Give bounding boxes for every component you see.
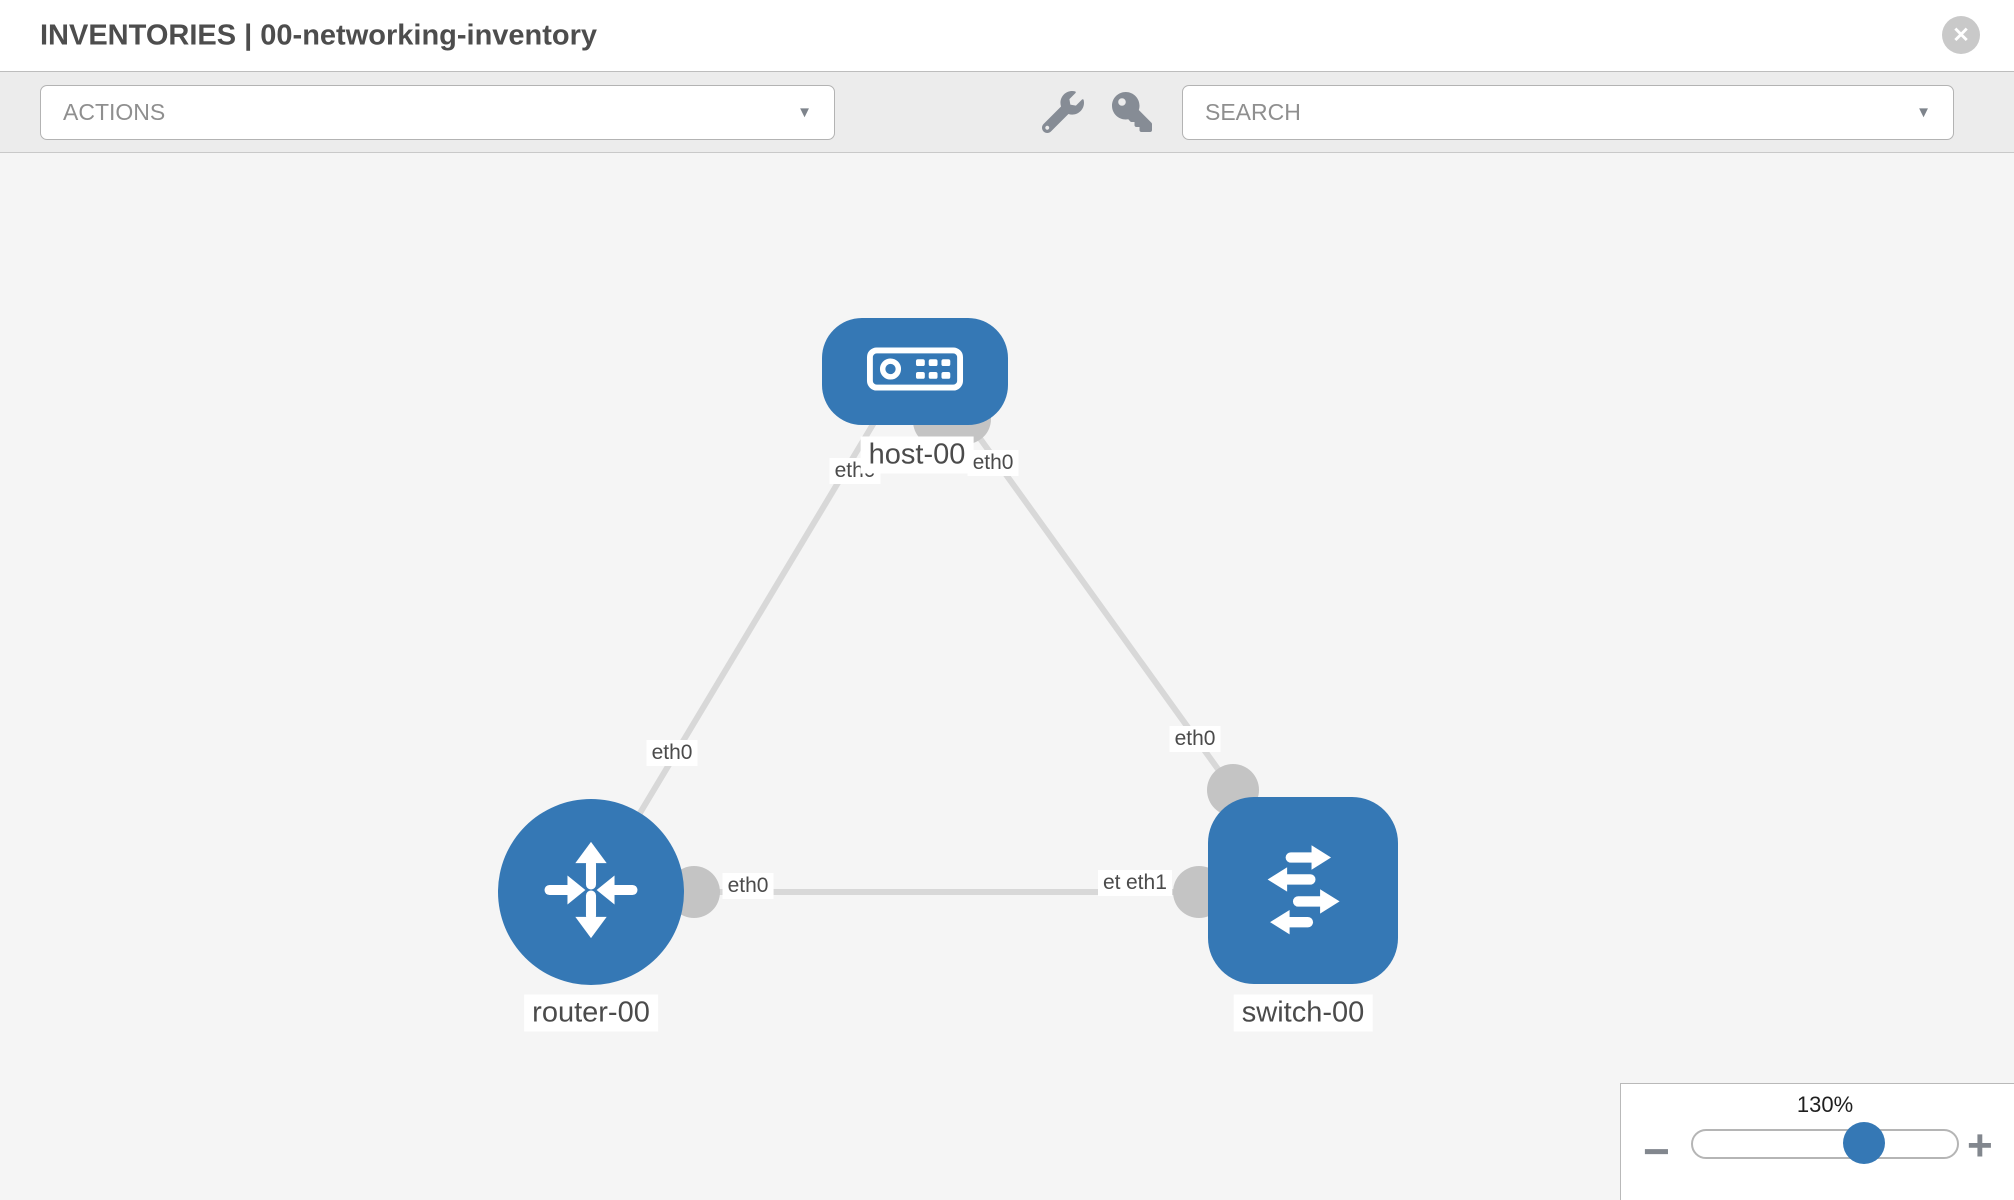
chevron-down-icon: ▼ xyxy=(797,104,812,121)
close-icon[interactable]: ✕ xyxy=(1942,16,1980,54)
iface-label-switch-eth0-top: eth0 xyxy=(1169,726,1221,752)
zoom-level: 130% xyxy=(1796,1092,1854,1117)
header: INVENTORIES | 00-networking-inventory ✕ xyxy=(0,0,2014,71)
search-dropdown[interactable]: SEARCH ▼ xyxy=(1182,85,1954,140)
node-router-00[interactable] xyxy=(498,799,684,985)
close-glyph: ✕ xyxy=(1952,23,1970,47)
zoom-slider-track[interactable] xyxy=(1691,1122,1959,1164)
actions-dropdown-label: ACTIONS xyxy=(63,99,166,125)
iface-label-switch-eth1: eth1 xyxy=(1121,870,1172,896)
host-icon xyxy=(866,346,964,397)
wrench-icon[interactable] xyxy=(1042,91,1084,133)
node-label-host-00: host-00 xyxy=(860,436,974,474)
topology-links-layer xyxy=(637,394,1259,918)
search-dropdown-label: SEARCH xyxy=(1205,99,1301,125)
iface-label-router-eth0-top: eth0 xyxy=(646,740,698,766)
router-icon xyxy=(535,834,647,951)
node-host-00[interactable] xyxy=(822,318,1008,425)
key-icon[interactable] xyxy=(1112,92,1152,132)
actions-dropdown[interactable]: ACTIONS ▼ xyxy=(40,85,835,140)
toolbar: ACTIONS ▼ SEARCH ▼ xyxy=(0,71,2014,153)
topology-canvas[interactable]: host-00 router-00 switch-00 eth0 eth0 et… xyxy=(0,153,2014,1200)
node-label-router-00: router-00 xyxy=(524,994,658,1032)
node-switch-00[interactable] xyxy=(1208,797,1398,984)
zoom-control-panel: 130% − + xyxy=(1620,1083,2014,1200)
zoom-in-button[interactable]: + xyxy=(1967,1121,1993,1170)
switch-icon xyxy=(1242,827,1364,954)
chevron-down-icon: ▼ xyxy=(1916,104,1931,121)
zoom-out-button[interactable]: − xyxy=(1643,1125,1670,1177)
zoom-slider-thumb[interactable] xyxy=(1843,1122,1885,1164)
page-title: INVENTORIES | 00-networking-inventory xyxy=(40,19,598,51)
iface-label-router-eth0-right: eth0 xyxy=(722,873,774,899)
node-label-switch-00: switch-00 xyxy=(1233,994,1373,1032)
iface-label-host-eth0-right: eth0 xyxy=(967,450,1019,476)
